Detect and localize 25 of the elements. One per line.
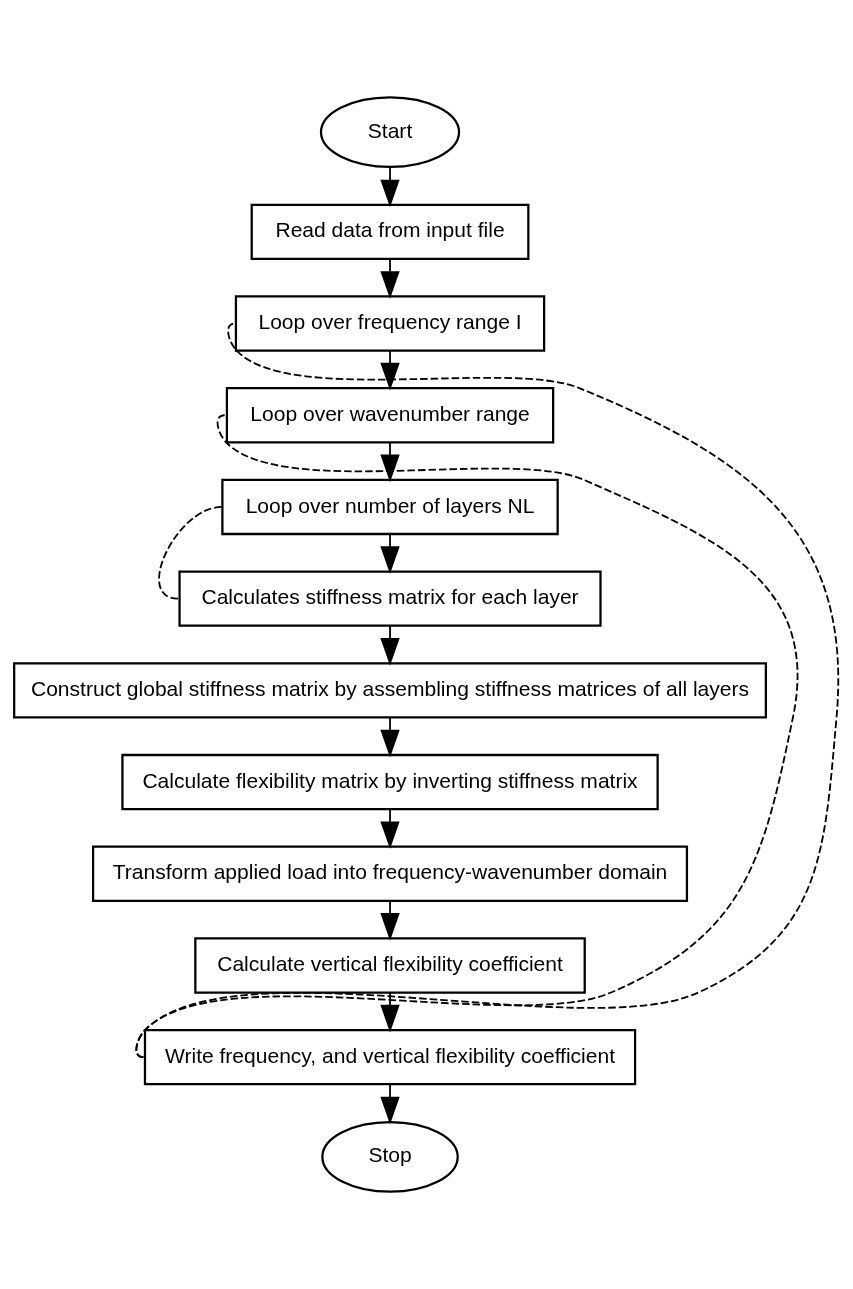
node-box: Write frequency, and vertical flexibility coefficient	[143, 1029, 637, 1086]
arrow	[380, 808, 400, 850]
node-ellipse: Stop	[321, 1120, 459, 1193]
arrow	[380, 166, 400, 208]
connector	[135, 322, 840, 1059]
connector	[158, 506, 223, 600]
arrow	[380, 441, 400, 483]
node-box: Construct global stiffness matrix by assembling stiffness matrices of all layers	[13, 662, 767, 719]
node-ellipse: Start	[319, 96, 461, 169]
arrow	[380, 624, 400, 666]
connector	[135, 414, 799, 1059]
arrow	[380, 716, 400, 758]
arrow	[380, 533, 400, 574]
node-box: Loop over number of layers NL	[221, 478, 559, 536]
node-box: Calculates stiffness matrix for each layer	[178, 570, 602, 627]
node-box: Calculate vertical flexibility coefficient	[194, 937, 586, 994]
node-box: Read data from input file	[250, 203, 530, 260]
arrow	[380, 1083, 400, 1125]
node-box: Calculate flexibility matrix by inverting stiffness matrix	[121, 753, 659, 811]
node-box: Loop over wavenumber range	[225, 387, 555, 444]
arrow	[380, 349, 400, 391]
arrow	[380, 258, 400, 299]
node-box: Transform applied load into frequency-wavenumber domain	[92, 845, 689, 902]
node-box: Loop over frequency range I	[234, 295, 546, 352]
arrow	[380, 900, 400, 941]
